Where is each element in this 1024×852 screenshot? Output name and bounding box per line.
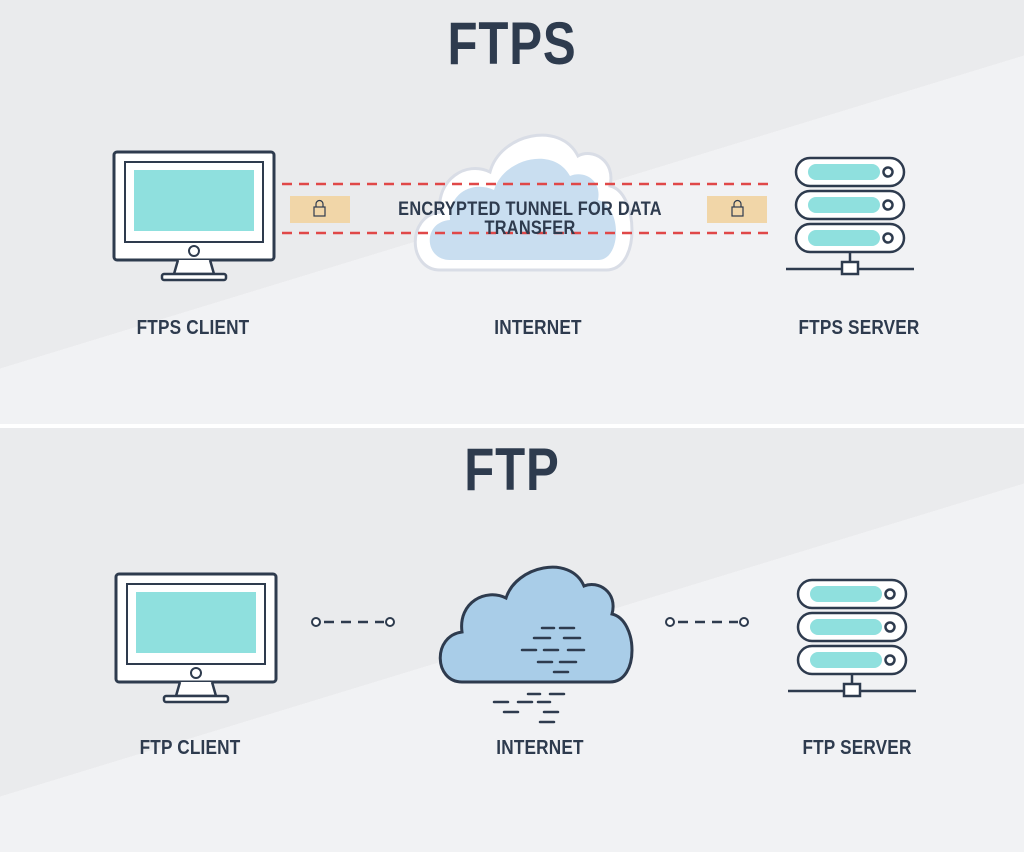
lock-icon (707, 196, 767, 223)
ftps-panel: FTPS ENCRYPTED TUNNEL FOR DATA TRANSFER (0, 0, 1024, 424)
encrypted-tunnel (282, 182, 772, 235)
server-rack-icon (786, 156, 914, 276)
dashed-connection-icon (311, 617, 395, 627)
tunnel-label: ENCRYPTED TUNNEL FOR DATA TRANSFER (398, 199, 662, 239)
cloud-icon (413, 133, 634, 272)
ftps-title: FTPS (447, 10, 577, 77)
ftps-server-label: FTPS SERVER (798, 317, 920, 339)
monitor-icon (112, 150, 276, 282)
panel-divider (0, 424, 1024, 428)
server-rack-icon (788, 578, 916, 698)
monitor-icon (114, 572, 278, 704)
lock-icon (290, 196, 350, 223)
ftp-title: FTP (464, 436, 560, 503)
cloud-icon (438, 565, 634, 724)
ftp-panel: FTP (0, 428, 1024, 852)
ftps-client-label: FTPS CLIENT (136, 317, 250, 339)
ftp-internet-label: INTERNET (496, 737, 584, 759)
dashed-connection-icon (665, 617, 749, 627)
ftp-server-label: FTP SERVER (802, 737, 912, 759)
ftp-client-label: FTP CLIENT (139, 737, 241, 759)
ftps-internet-label: INTERNET (494, 317, 582, 339)
